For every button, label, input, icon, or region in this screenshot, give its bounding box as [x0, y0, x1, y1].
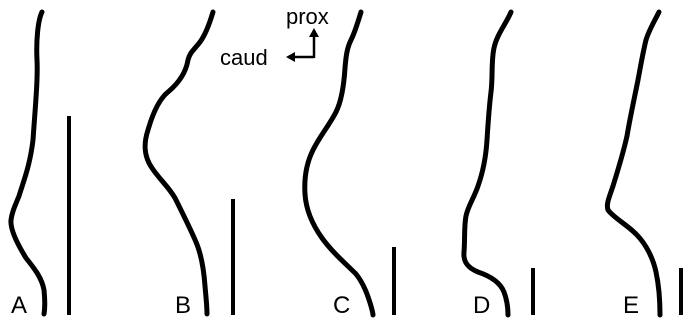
panel-b-label: B — [175, 292, 191, 319]
panel-c-label: C — [333, 292, 350, 319]
panel-a-outline — [8, 9, 48, 317]
panel-d: D — [461, 9, 535, 319]
orientation-indicator: prox caud — [220, 4, 329, 70]
panel-a-label: A — [11, 292, 27, 319]
panel-c: C — [302, 9, 396, 319]
panel-c-outline — [302, 9, 376, 318]
caud-arrowhead — [286, 52, 295, 62]
prox-arrowhead — [309, 28, 319, 37]
panel-d-label: D — [473, 292, 490, 319]
panel-b: B — [142, 9, 235, 319]
panel-e-label: E — [623, 292, 639, 319]
panel-e-outline — [604, 9, 663, 318]
panel-e: E — [604, 9, 683, 319]
panel-b-outline — [142, 9, 216, 317]
panel-d-outline — [461, 9, 514, 318]
prox-label: prox — [286, 4, 329, 29]
panel-a: A — [8, 9, 71, 319]
caud-label: caud — [220, 45, 268, 70]
